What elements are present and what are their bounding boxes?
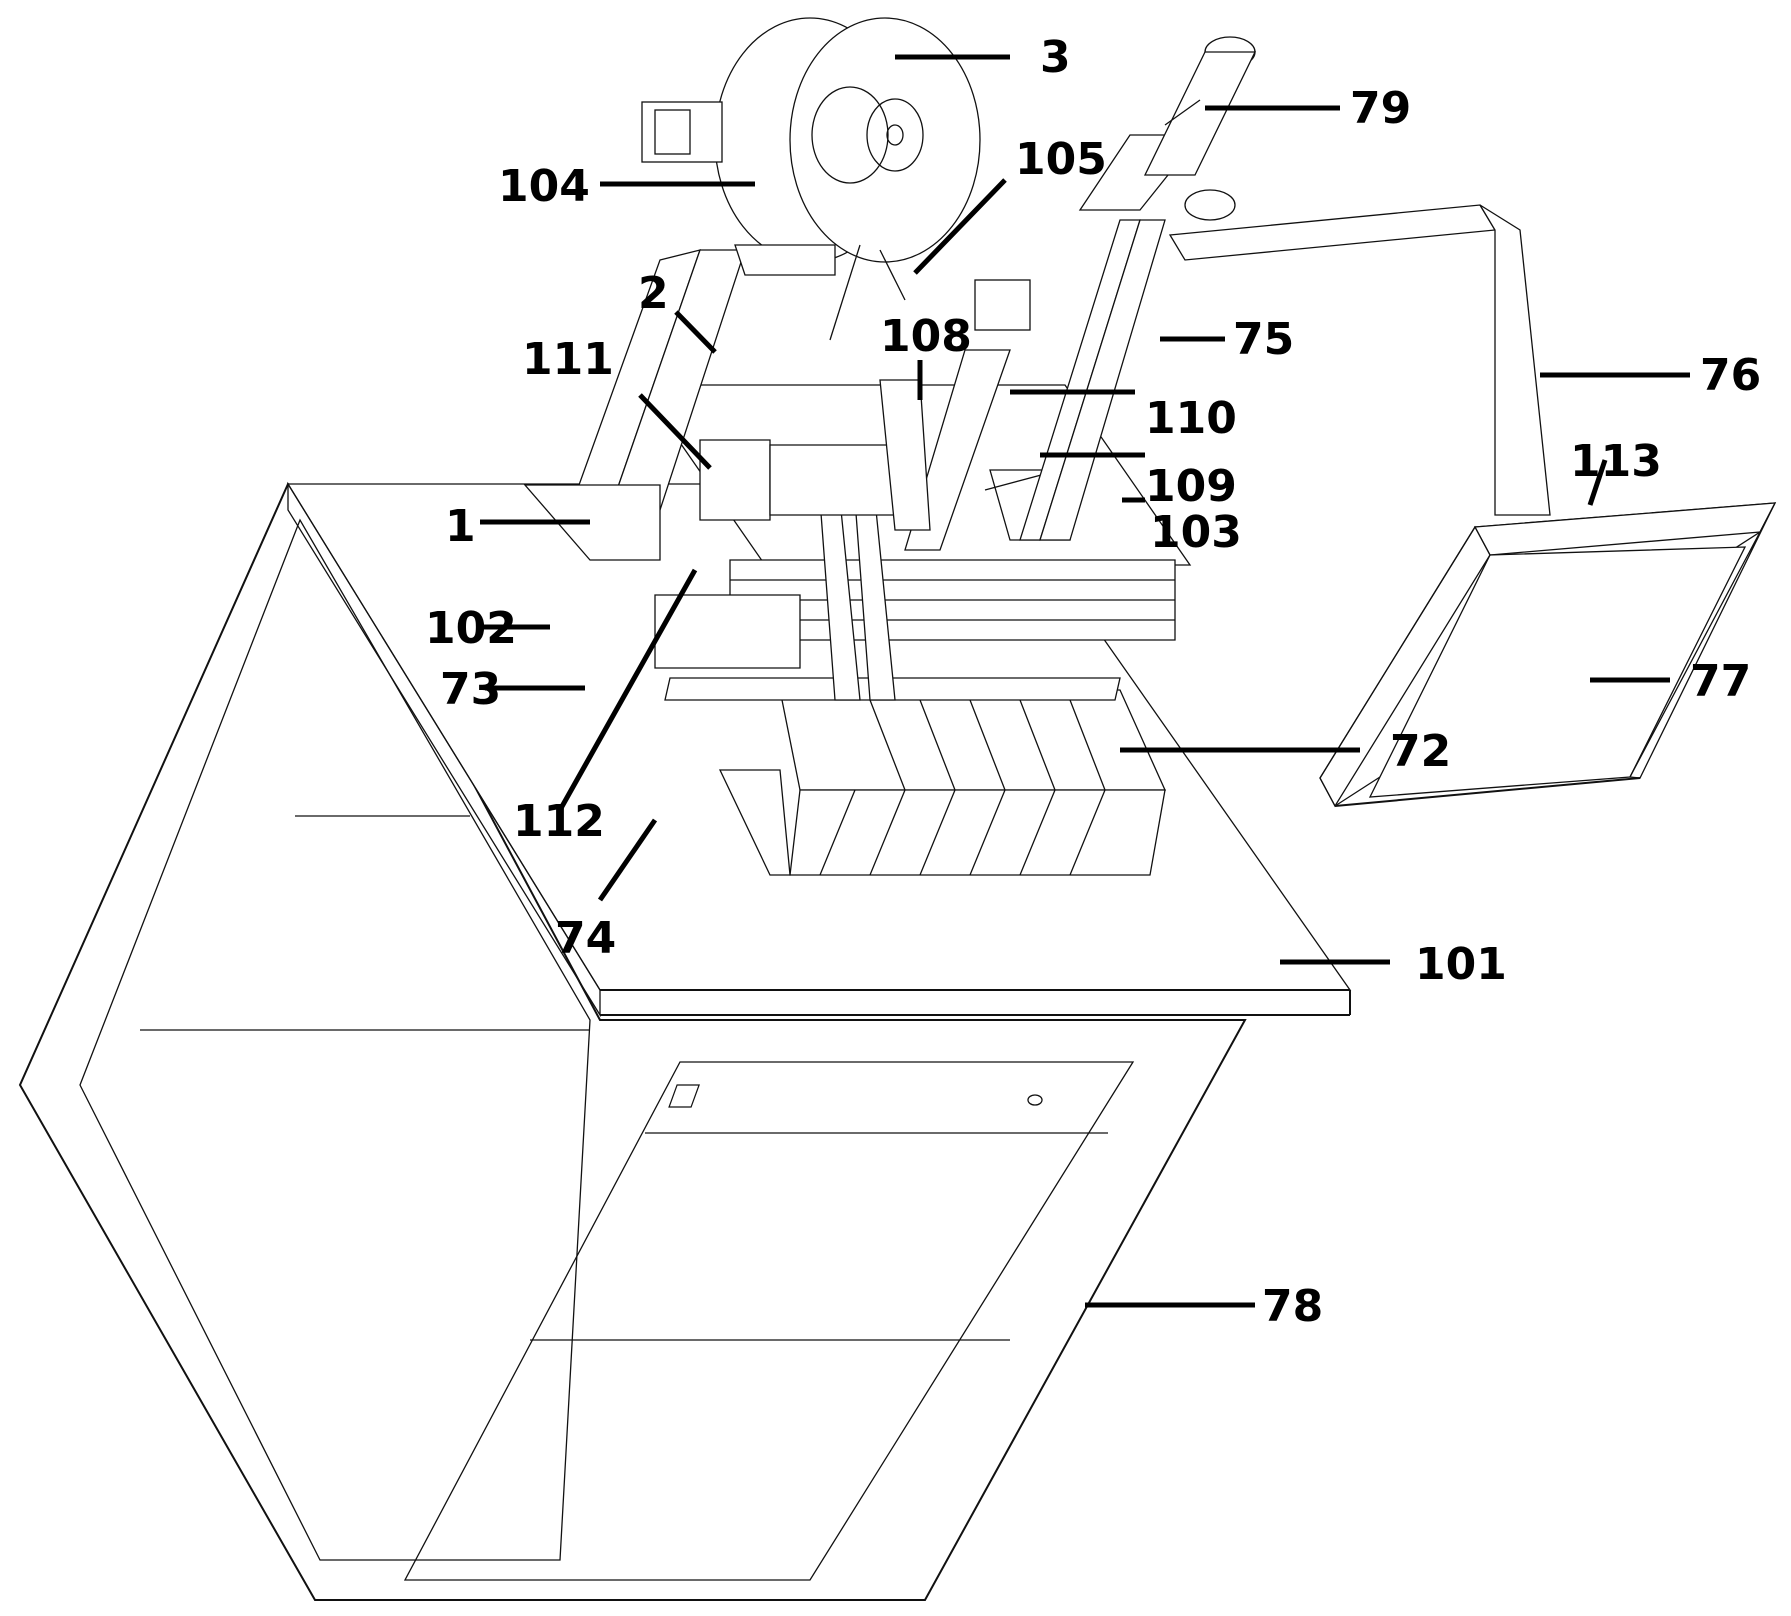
- monitor-arm: [1168, 189, 1551, 516]
- leader-112: [557, 568, 698, 812]
- ref-label-74: 74: [555, 913, 617, 964]
- support-column: [523, 249, 746, 561]
- ref-label-108: 108: [880, 311, 972, 362]
- ref-label-2: 2: [638, 268, 669, 319]
- monitor: [1319, 502, 1777, 808]
- ref-label-105: 105: [1015, 134, 1107, 185]
- leader-111: [638, 393, 712, 470]
- ref-label-75: 75: [1233, 314, 1295, 365]
- ref-label-104: 104: [498, 161, 590, 212]
- leader-113: [1587, 459, 1608, 506]
- ref-label-79: 79: [1350, 83, 1412, 134]
- ref-label-112: 112: [513, 796, 605, 847]
- ref-label-101: 101: [1415, 939, 1507, 990]
- signal-pole: [1019, 36, 1257, 541]
- actuator: [699, 439, 901, 521]
- ref-label-78: 78: [1262, 1281, 1324, 1332]
- tray-rack: [718, 689, 1167, 876]
- leader-105: [913, 178, 1007, 275]
- ref-label-73: 73: [440, 664, 502, 715]
- ref-label-111: 111: [522, 334, 614, 385]
- ref-label-1: 1: [445, 501, 476, 552]
- ref-label-72: 72: [1390, 726, 1452, 777]
- ref-label-110: 110: [1145, 393, 1237, 444]
- leader-2: [674, 310, 717, 354]
- ref-label-113: 113: [1570, 436, 1662, 487]
- label-reel: [641, 17, 981, 276]
- ref-label-77: 77: [1690, 656, 1752, 707]
- ref-label-3: 3: [1040, 32, 1071, 83]
- ref-label-103: 103: [1150, 507, 1242, 558]
- ref-label-76: 76: [1700, 350, 1762, 401]
- leader-74: [597, 818, 658, 902]
- ref-label-109: 109: [1145, 461, 1237, 512]
- ref-label-102: 102: [425, 603, 517, 654]
